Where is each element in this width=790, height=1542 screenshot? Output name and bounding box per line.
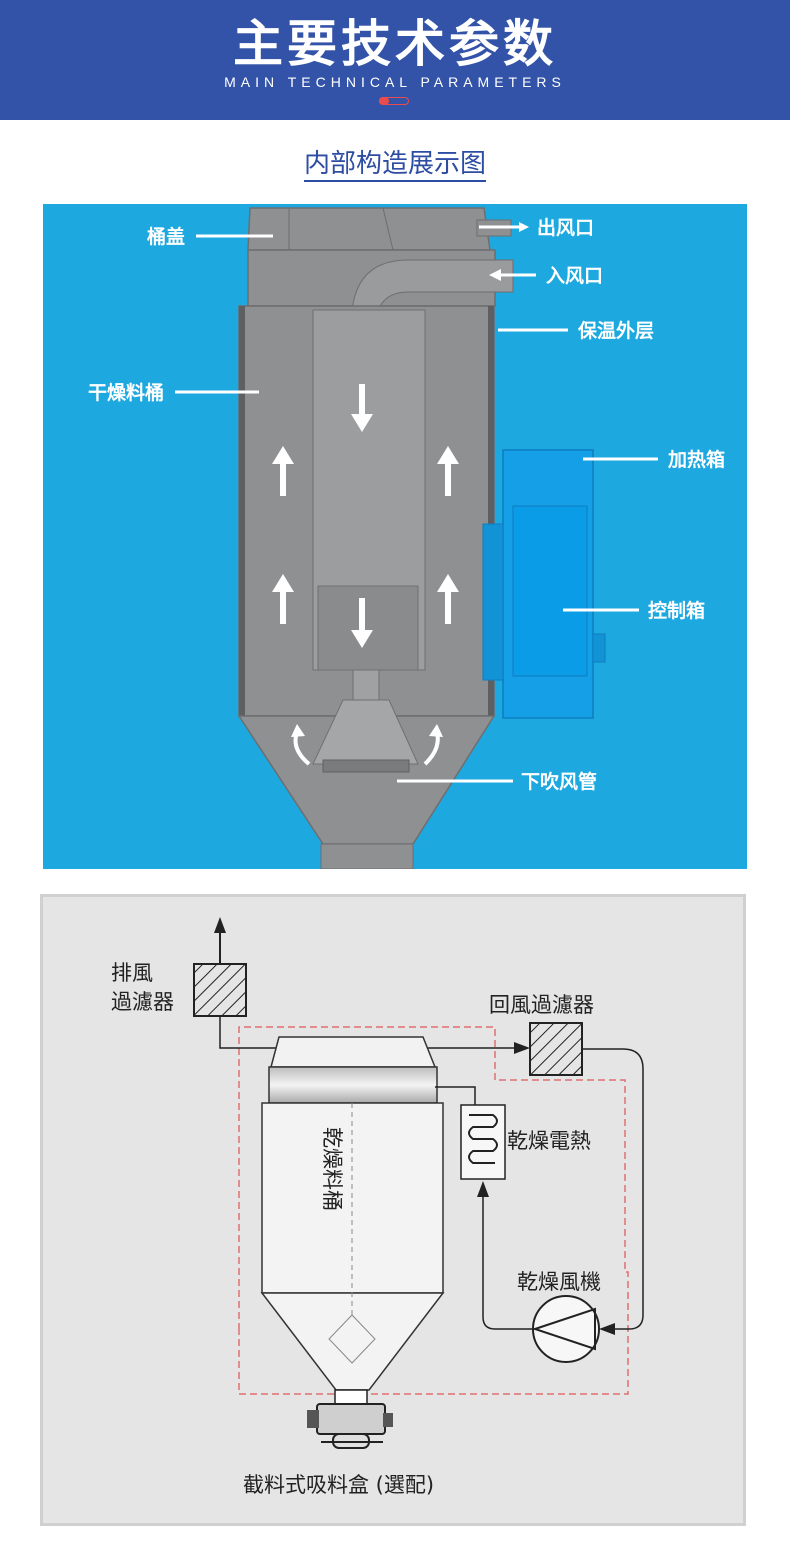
page-subtitle: MAIN TECHNICAL PARAMETERS <box>224 74 566 90</box>
up-arrow <box>272 574 294 624</box>
inner-tube-lower <box>317 585 419 671</box>
diagram2-labels: 排風 過濾器 回風過濾器 乾燥電熱 乾燥風機 截料式吸料盒 (選配) <box>111 961 601 1497</box>
material-box-icon <box>316 1403 386 1435</box>
insulation-left <box>239 306 245 716</box>
header-banner: 主要技术参数 MAIN TECHNICAL PARAMETERS <box>0 0 790 120</box>
label-air-inlet: 入风口 <box>546 265 603 287</box>
exhaust-arrow-icon <box>214 917 226 933</box>
label-heater: 乾燥電熱 <box>507 1129 591 1153</box>
heater-box-flange <box>482 523 504 681</box>
return-to-blower-line <box>582 1048 644 1330</box>
label-exhaust-filter-line1: 排風 <box>111 961 153 985</box>
up-arrow <box>437 574 459 624</box>
discharge-neck <box>320 843 414 869</box>
label-control-box: 控制箱 <box>648 599 705 622</box>
internal-structure-diagram: 桶盖 出风口 入风口 保温外层 干燥料桶 加热箱 控制箱 下吹风管 <box>43 204 747 869</box>
section-title: 内部构造展示图 <box>0 146 790 182</box>
swirl-arrow-head <box>429 724 443 737</box>
hopper-diffuser-icon <box>328 1314 376 1364</box>
insulation-right <box>488 306 494 716</box>
diagram1-labels: 桶盖 出风口 入风口 保温外层 干燥料桶 加热箱 控制箱 下吹风管 <box>88 216 725 793</box>
blower-to-heater-line <box>482 1197 533 1330</box>
lid-line <box>382 207 394 251</box>
dashed-boundary <box>238 1026 629 1395</box>
inlet-arrow-icon <box>489 269 501 281</box>
label-hopper-vertical: 乾燥料桶 <box>320 1127 344 1211</box>
outlet-arrow-icon <box>519 222 529 232</box>
control-box-shape <box>512 505 588 677</box>
exhaust-line <box>219 1016 275 1049</box>
label-return-filter: 回風過濾器 <box>489 993 594 1017</box>
label-insulation: 保温外层 <box>577 319 654 342</box>
hopper-cone-shape <box>260 1292 445 1391</box>
hopper-top-shape <box>270 1036 437 1068</box>
hopper-rim-shape <box>268 1066 438 1104</box>
label-exhaust-filter-line2: 過濾器 <box>111 990 174 1014</box>
section-title-text: 内部构造展示图 <box>303 149 486 182</box>
material-box-knob-left <box>307 1410 319 1428</box>
label-blow-pipe: 下吹风管 <box>521 770 597 793</box>
down-arrow <box>351 384 373 432</box>
blower-icon <box>532 1295 600 1363</box>
blower-inlet-arrow-icon <box>599 1323 615 1335</box>
hopper-lid-shape <box>247 207 491 251</box>
heater-coil-icon <box>468 1114 498 1164</box>
heater-inlet-arrow-icon <box>477 1181 489 1197</box>
page-title: 主要技术参数 <box>233 15 557 73</box>
heater-icon <box>460 1104 506 1180</box>
blow-pipe-diffuser <box>312 699 419 765</box>
material-box-knob-right <box>383 1413 393 1427</box>
label-air-outlet: 出风口 <box>537 216 594 239</box>
control-knob <box>592 633 606 663</box>
label-lid: 桶盖 <box>147 225 185 248</box>
exhaust-filter-icon <box>193 963 247 1017</box>
return-filter-icon <box>529 1022 583 1076</box>
label-material-box: 截料式吸料盒 (選配) <box>243 1473 434 1497</box>
airflow-schematic-svg: 乾燥料桶 排風 過濾器 回風過濾器 乾燥電熱 乾燥風機 截料式吸料盒 (選配) <box>111 917 644 1497</box>
blow-pipe-stem <box>352 669 380 701</box>
label-blower: 乾燥風機 <box>517 1270 601 1294</box>
flow-arrows <box>272 384 459 648</box>
blower-triangle-icon <box>531 1307 596 1351</box>
decorative-pill-dot <box>379 97 389 105</box>
hopper-to-heater-line <box>435 1086 476 1105</box>
material-box-neck <box>334 1389 368 1405</box>
blow-pipe-holes <box>322 759 410 773</box>
leader-lines <box>175 225 658 783</box>
swirl-arrow-head <box>291 724 305 737</box>
up-arrow <box>272 446 294 496</box>
label-heater-box: 加热箱 <box>667 448 725 471</box>
internal-structure-svg: 桶盖 出风口 入风口 保温外层 干燥料桶 加热箱 控制箱 下吹风管 <box>88 207 725 869</box>
return-arrow-icon <box>514 1042 530 1054</box>
down-arrow <box>351 598 373 648</box>
up-arrow <box>437 446 459 496</box>
airflow-schematic-diagram: 乾燥料桶 排風 過濾器 回風過濾器 乾燥電熱 乾燥風機 截料式吸料盒 (選配) <box>40 894 746 1526</box>
label-hopper: 干燥料桶 <box>88 381 164 404</box>
